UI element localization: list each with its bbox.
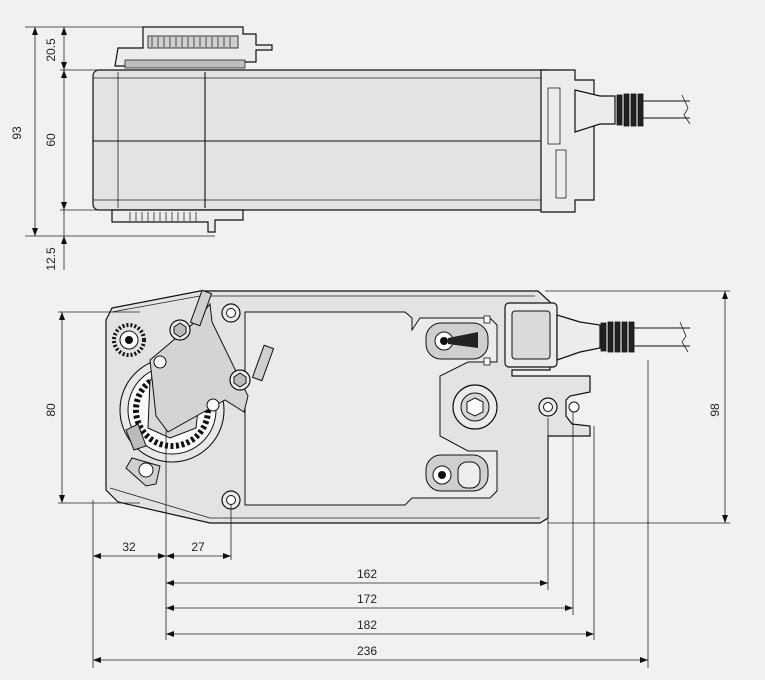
upper-switch bbox=[425, 315, 491, 366]
lower-switch bbox=[425, 454, 489, 492]
clamp-teeth-pattern bbox=[151, 37, 231, 47]
side-view: 93 20.5 60 12.5 bbox=[10, 26, 691, 271]
shaft-clamp-assembly bbox=[112, 289, 275, 487]
side-dimension-arrows bbox=[32, 27, 67, 244]
mounting-holes bbox=[221, 303, 580, 510]
cable-grommet-side bbox=[574, 89, 616, 133]
cable-ribs-side bbox=[616, 93, 644, 127]
cable-side bbox=[643, 100, 690, 119]
connector-plan bbox=[504, 302, 690, 368]
hex-socket bbox=[452, 384, 498, 430]
dim-12-5: 12.5 bbox=[44, 247, 58, 271]
dim-20-5: 20.5 bbox=[44, 38, 58, 62]
dim-162: 162 bbox=[357, 567, 377, 581]
dim-60: 60 bbox=[44, 133, 58, 147]
dim-80: 80 bbox=[44, 403, 58, 417]
side-dimension-lines bbox=[25, 26, 215, 270]
connector-housing-side bbox=[540, 69, 595, 213]
clamp-teeth bbox=[147, 35, 239, 49]
dim-98: 98 bbox=[708, 403, 722, 417]
gear-strip-top bbox=[124, 59, 246, 69]
clamp-lower-teeth bbox=[129, 212, 197, 221]
dim-32: 32 bbox=[122, 540, 136, 554]
dim-27: 27 bbox=[191, 540, 205, 554]
dim-182: 182 bbox=[357, 618, 377, 632]
plan-dimension-lines bbox=[58, 290, 730, 668]
plan-view: 80 98 32 27 162 172 182 236 bbox=[44, 289, 730, 668]
actuator-body-side bbox=[92, 69, 554, 211]
dim-93: 93 bbox=[10, 126, 24, 140]
clamp-lower bbox=[111, 209, 244, 233]
dim-172: 172 bbox=[357, 592, 377, 606]
dim-236: 236 bbox=[357, 644, 377, 658]
plan-dimension-arrows bbox=[59, 291, 728, 663]
